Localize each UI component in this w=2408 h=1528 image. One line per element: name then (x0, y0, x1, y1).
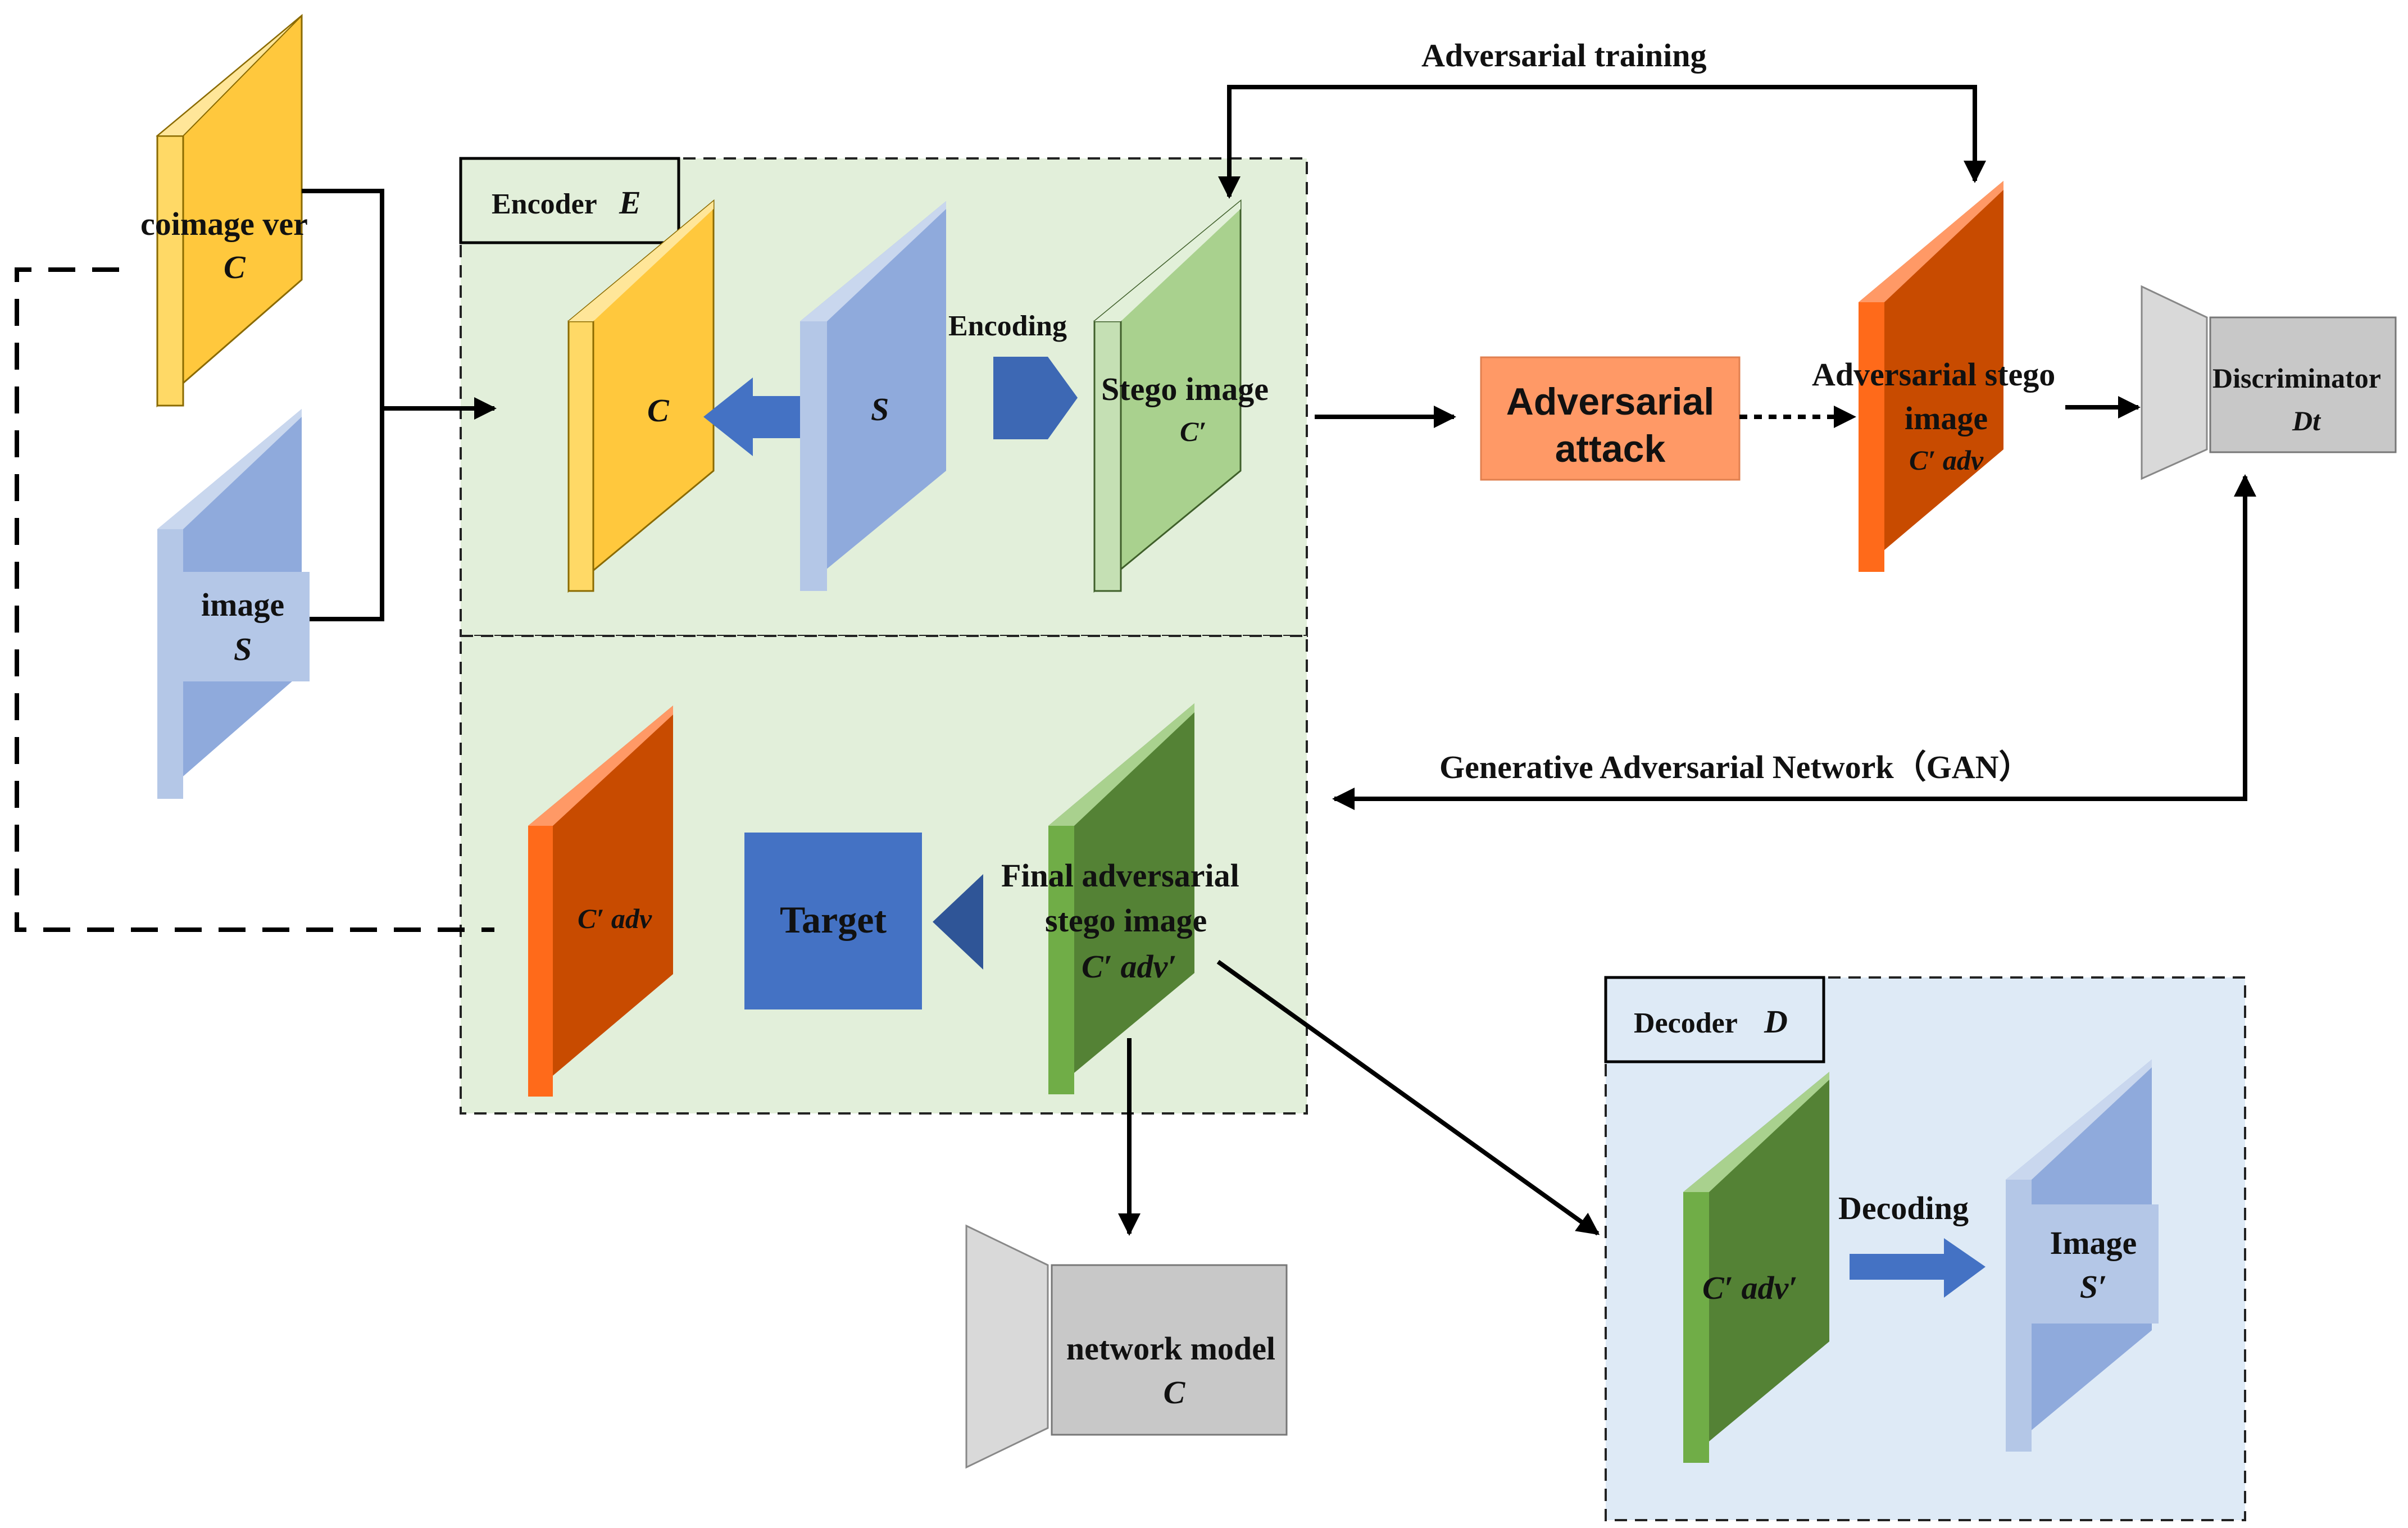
encoder-secret-symbol: S (871, 391, 889, 428)
discriminator-block: Discriminator Dt (2141, 285, 2397, 480)
adversarial-stego-label-line1: Adversarial stego (1812, 356, 2055, 393)
cover-image-plate: coimage ver C (140, 13, 308, 408)
encoder-title: Encoder (492, 188, 597, 220)
adversarial-attack-line2: attack (1555, 428, 1666, 470)
decoding-label: Decoding (1838, 1190, 1969, 1226)
decoding-arrow (1850, 1238, 1986, 1298)
adversarial-training-arrow-right (1416, 85, 1986, 183)
network-model-block: network model C (965, 1224, 1288, 1469)
secret-image-symbol: S (234, 631, 252, 667)
lower-adversarial-plate: C′ adv (528, 706, 673, 1097)
decoder-title-box: Decoder D (1604, 976, 1825, 1063)
adversarial-attack-box: Adversarial attack (1480, 356, 1741, 481)
encoding-label: Encoding (948, 310, 1067, 342)
decoder-symbol: D (1764, 1003, 1788, 1040)
decoder-title: Decoder (1634, 1007, 1738, 1039)
decoder-output-symbol: S′ (2080, 1268, 2107, 1305)
adversarial-stego-label-line2: image (1905, 400, 1988, 436)
embed-arrow (703, 378, 803, 456)
decoder-output-label: Image (2050, 1225, 2137, 1261)
cover-image-symbol: C (224, 249, 246, 285)
target-arrow-head (933, 874, 983, 970)
feedback-dashed-loop (15, 267, 494, 932)
encoder-cover-plate: C (567, 199, 715, 593)
encoder-title-box: Encoder E (459, 157, 680, 244)
cover-image-label: coimage ver (140, 206, 308, 242)
stego-image-label: Stego image (1101, 371, 1269, 407)
encoder-secret-plate: S (800, 201, 946, 591)
secret-image-label: image (201, 586, 284, 623)
lower-adversarial-symbol: C′ adv (578, 903, 652, 934)
discriminator-symbol: Dt (2292, 405, 2321, 436)
network-model-label: network model (1066, 1330, 1275, 1367)
decoder-input-symbol: C′ adv′ (1702, 1270, 1798, 1306)
stego-image-symbol: C′ (1180, 416, 1206, 447)
final-adversarial-line2: stego image (1045, 902, 1207, 939)
target-box: Target (744, 833, 922, 1009)
gan-label: Generative Adversarial Network（GAN） (1439, 749, 2031, 785)
adversarial-attack-line1: Adversarial (1506, 380, 1714, 423)
final-adversarial-symbol: C′ adv′ (1082, 948, 1177, 985)
input-bracket (302, 189, 384, 621)
discriminator-label: Discriminator (2212, 362, 2381, 394)
decoder-input-plate: C′ adv′ (1683, 1072, 1829, 1463)
final-adversarial-line1: Final adversarial (1001, 857, 1239, 894)
network-model-symbol: C (1164, 1374, 1186, 1411)
final-to-decoder-arrow (1216, 959, 1600, 1236)
encoder-cover-symbol: C (647, 392, 670, 429)
adversarial-stego-symbol: C′ adv (1909, 444, 1984, 476)
decoder-output-plate: Image S′ (2006, 1059, 2159, 1452)
final-adversarial-stego-plate: Final adversarial stego image C′ adv′ (1001, 703, 1239, 1094)
encoder-symbol: E (619, 184, 641, 221)
adversarial-stego-plate: Adversarial stego image C′ adv (1812, 181, 2055, 572)
secret-image-plate: image S (157, 409, 310, 799)
adversarial-training-arrow-left (1218, 85, 1416, 199)
encoding-arrow (993, 357, 1078, 439)
adversarial-training-label: Adversarial training (1421, 37, 1706, 74)
target-label: Target (780, 898, 887, 941)
stego-image-plate: Stego image C′ (1093, 199, 1269, 593)
